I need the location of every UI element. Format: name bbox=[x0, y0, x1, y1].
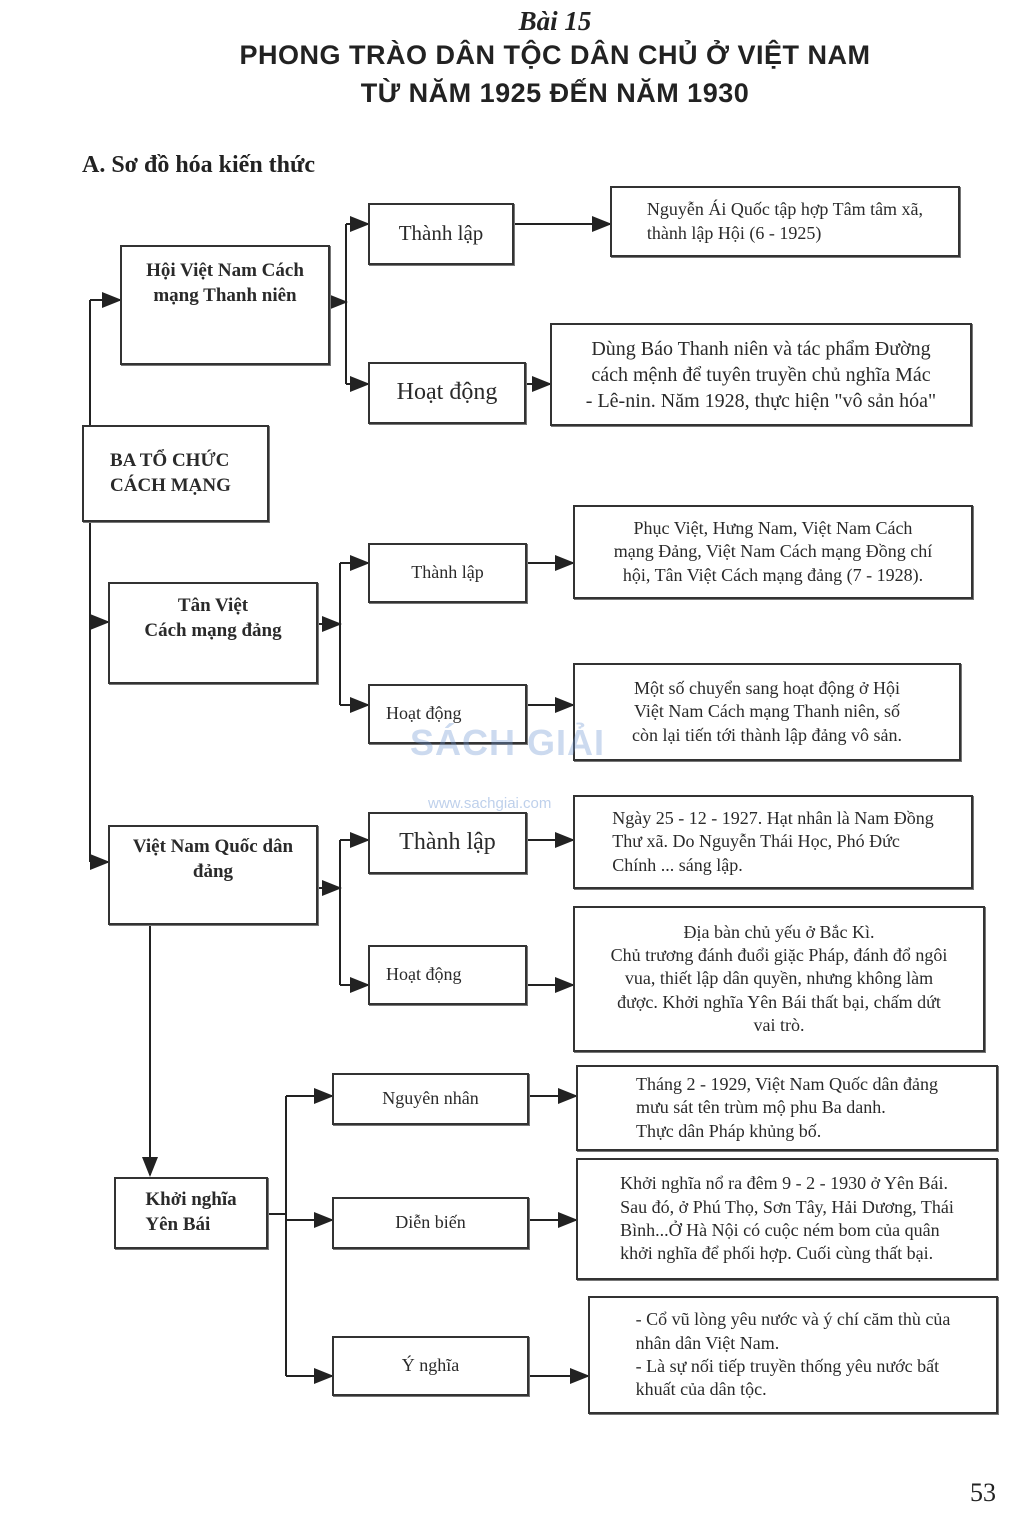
org1-activity-text: Dùng Báo Thanh niên và tác phẩm Đường cá… bbox=[550, 323, 972, 426]
uprising-meaning-text: - Cổ vũ lòng yêu nước và ý chí căm thù c… bbox=[588, 1296, 998, 1414]
org2-founding-label: Thành lập bbox=[368, 543, 527, 603]
org3-founding-text: Ngày 25 - 12 - 1927. Hạt nhân là Nam Đồn… bbox=[573, 795, 973, 889]
org2-activity-label: Hoạt động bbox=[368, 684, 527, 744]
section-title: A. Sơ đồ hóa kiến thức bbox=[82, 152, 316, 178]
uprising-cause-text: Tháng 2 - 1929, Việt Nam Quốc dân đảng m… bbox=[576, 1065, 998, 1151]
yen-bai-uprising: Khởi nghĩa Yên Bái bbox=[114, 1177, 268, 1249]
org2-founding-text: Phục Việt, Hưng Nam, Việt Nam Cách mạng … bbox=[573, 505, 973, 599]
uprising-event-text: Khởi nghĩa nổ ra đêm 9 - 2 - 1930 ở Yên … bbox=[576, 1158, 998, 1280]
org3-activity-label: Hoạt động bbox=[368, 945, 527, 1005]
org3-founding-label: Thành lập bbox=[368, 812, 527, 874]
lesson-number: Bài 15 bbox=[518, 6, 592, 36]
org3-activity-text: Địa bàn chủ yếu ở Bắc Kì. Chủ trương đán… bbox=[573, 906, 985, 1052]
watermark-brand: SÁCH GIẢI bbox=[410, 722, 606, 763]
org1-founding-text: Nguyễn Ái Quốc tập hợp Tâm tâm xã, thành… bbox=[610, 186, 960, 257]
root-three-organizations: BA TỔ CHỨC CÁCH MẠNG bbox=[82, 425, 269, 522]
org-thanh-nien: Hội Việt Nam Cách mạng Thanh niên bbox=[120, 245, 330, 365]
org1-activity-label: Hoạt động bbox=[368, 362, 526, 424]
page-title-line2: TỪ NĂM 1925 ĐẾN NĂM 1930 bbox=[360, 78, 750, 108]
watermark-url: www.sachgiai.com bbox=[428, 795, 552, 812]
uprising-event-label: Diễn biến bbox=[332, 1197, 529, 1249]
page-title-line1: PHONG TRÀO DÂN TỘC DÂN CHỦ Ở VIỆT NAM bbox=[239, 40, 871, 70]
org-tan-viet: Tân Việt Cách mạng đảng bbox=[108, 582, 318, 684]
org-quoc-dan-dang: Việt Nam Quốc dân đảng bbox=[108, 825, 318, 925]
org2-activity-text: Một số chuyển sang hoạt động ở Hội Việt … bbox=[573, 663, 961, 761]
uprising-meaning-label: Ý nghĩa bbox=[332, 1336, 529, 1396]
uprising-cause-label: Nguyên nhân bbox=[332, 1073, 529, 1125]
org1-founding-label: Thành lập bbox=[368, 203, 514, 265]
page-number: 53 bbox=[970, 1478, 996, 1507]
